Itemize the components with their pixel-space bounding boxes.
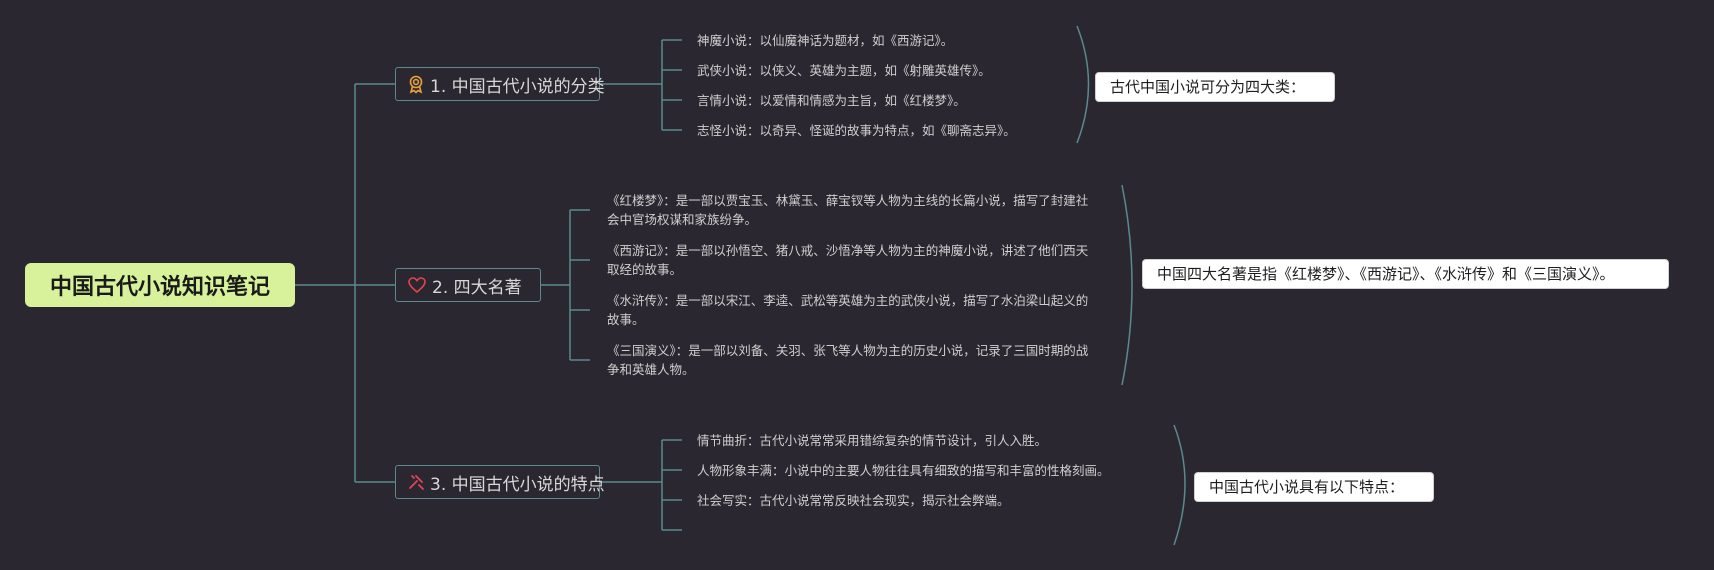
list-item: 《三国演义》：是一部以刘备、关羽、张飞等人物为主的历史小说，记录了三国时期的战争… [607,343,1089,377]
summary-four-classics[interactable]: 中国四大名著是指《红楼梦》、《西游记》、《水浒传》和《三国演义》。 [1142,259,1669,289]
branch-title: 3. 中国古代小说的特点 [430,474,605,495]
list-item: 《红楼梦》：是一部以贾宝玉、林黛玉、薛宝钗等人物为主线的长篇小说，描写了封建社会… [607,193,1089,227]
branch-features[interactable]: 3. 中国古代小说的特点 [395,465,605,499]
tools-icon [406,471,426,493]
heart-icon [406,274,428,296]
root-title: 中国古代小说知识笔记 [49,275,270,300]
list-item: 《水浒传》：是一部以宋江、李逵、武松等英雄为主的武侠小说，描写了水泊梁山起义的故… [607,293,1089,327]
list-item: 社会写实：古代小说常常反映社会现实，揭示社会弊端。 [697,493,1010,508]
list-item: 志怪小说：以奇异、怪诞的故事为特点，如《聊斋志异》。 [697,123,1016,138]
branch-title: 2. 四大名著 [432,277,522,298]
list-item: 情节曲折：古代小说常常采用错综复杂的情节设计，引人入胜。 [697,433,1048,448]
branch-classification[interactable]: 1. 中国古代小说的分类 [395,67,605,101]
summary-text: 中国四大名著是指《红楼梦》、《西游记》、《水浒传》和《三国演义》。 [1157,265,1615,283]
list-item: 神魔小说：以仙魔神话为题材，如《西游记》。 [697,33,954,48]
branch-four-classics[interactable]: 2. 四大名著 [395,268,541,302]
list-item: 言情小说：以爱情和情感为主旨，如《红楼梦》。 [697,93,966,108]
list-item: 人物形象丰满：小说中的主要人物往往具有细致的描写和丰富的性格刻画。 [697,463,1110,478]
root-topic[interactable]: 中国古代小说知识笔记 [25,263,295,307]
summary-text: 古代中国小说可分为四大类： [1110,78,1306,96]
award-icon [406,73,426,95]
branch-title: 1. 中国古代小说的分类 [430,76,605,97]
summary-text: 中国古代小说具有以下特点： [1209,478,1405,496]
list-item: 武侠小说：以侠义、英雄为主题，如《射雕英雄传》。 [697,63,991,78]
summary-classification[interactable]: 古代中国小说可分为四大类： [1095,72,1335,102]
list-item: 《西游记》：是一部以孙悟空、猪八戒、沙悟净等人物为主的神魔小说，讲述了他们西天取… [607,243,1089,277]
summary-features[interactable]: 中国古代小说具有以下特点： [1194,472,1434,502]
